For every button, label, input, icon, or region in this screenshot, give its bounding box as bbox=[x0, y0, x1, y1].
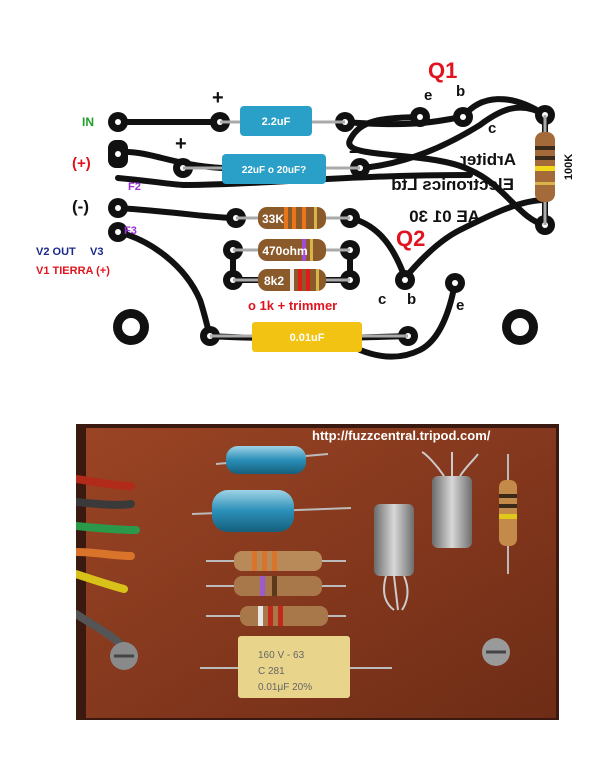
photo-capacitor-yellow: 160 V - 63 C 281 0.01μF 20% bbox=[200, 636, 392, 698]
resistor-r2: 470ohm bbox=[258, 239, 326, 261]
label-v3: V3 bbox=[90, 246, 103, 258]
capacitor-c2-label: 22uF o 20uF? bbox=[242, 165, 306, 176]
label-f2: F2 bbox=[128, 181, 141, 193]
resistor-r3-label: 8k2 bbox=[264, 274, 284, 288]
capacitor-c3: 0.01uF bbox=[252, 322, 362, 352]
resistor-r3: 8k2 bbox=[258, 269, 326, 291]
label-v1tierra: V1 TIERRA (+) bbox=[36, 265, 110, 277]
label-q2-b: b bbox=[407, 291, 416, 308]
trace-c2-minus-q1c bbox=[357, 104, 548, 171]
photo-capacitor-small bbox=[215, 446, 329, 474]
trace-f2 bbox=[115, 172, 473, 188]
label-q2-e: e bbox=[456, 297, 464, 314]
label-q2: Q2 bbox=[396, 226, 425, 251]
mirrored-text-line-3: AE 01 30 bbox=[409, 207, 480, 226]
label-q2-c: c bbox=[378, 291, 386, 308]
label-q1-c: c bbox=[488, 120, 496, 137]
cap-marking-3: 0.01μF 20% bbox=[258, 682, 312, 693]
pcb-layout-diagram: 2.2uF + 22uF o 20uF? + – 33K 470ohm 8k2 … bbox=[36, 58, 575, 360]
c1-plus-mark: + bbox=[212, 87, 224, 109]
photo-transistor-1 bbox=[374, 504, 414, 611]
photo-resistors bbox=[206, 551, 346, 626]
label-in: IN bbox=[82, 115, 94, 129]
cap-marking-1: 160 V - 63 bbox=[258, 650, 305, 661]
label-plus: (+) bbox=[72, 155, 91, 172]
resistor-r1-label: 33K bbox=[262, 212, 284, 226]
trace-q2b-q2e bbox=[402, 197, 548, 281]
label-f3: F3 bbox=[124, 225, 137, 237]
photo-watermark-url: http://fuzzcentral.tripod.com/ bbox=[312, 428, 491, 443]
resistor-r4: 100K bbox=[535, 132, 575, 202]
pads bbox=[108, 105, 555, 346]
c2-minus-mark: – bbox=[349, 138, 361, 163]
trace-q2e-out bbox=[357, 280, 458, 360]
trimmer-note: o 1k + trimmer bbox=[248, 298, 337, 313]
capacitor-c2: 22uF o 20uF? bbox=[222, 154, 326, 184]
photo-transistor-2 bbox=[421, 451, 479, 548]
resistor-r2-label: 470ohm bbox=[262, 244, 307, 258]
label-minus: (-) bbox=[72, 197, 89, 216]
mirrored-board-text: Arbiter Electronics Ltd AE 01 30 bbox=[391, 150, 516, 226]
label-v2out: V2 OUT bbox=[36, 246, 76, 258]
label-q1-e: e bbox=[424, 87, 432, 104]
label-q1-b: b bbox=[456, 83, 465, 100]
capacitor-c1-label: 2.2uF bbox=[262, 116, 291, 128]
photo-resistor-vertical bbox=[499, 454, 517, 574]
label-q1: Q1 bbox=[428, 58, 457, 83]
resistor-r4-label: 100K bbox=[563, 154, 575, 180]
board-photo: 160 V - 63 C 281 0.01μF 20% http://fuzzc… bbox=[76, 424, 559, 720]
mirrored-text-line-2: Electronics Ltd bbox=[391, 175, 514, 194]
photo-screws bbox=[110, 638, 510, 670]
trace-q1e-q2b bbox=[346, 114, 548, 228]
capacitor-c3-label: 0.01uF bbox=[290, 332, 325, 344]
c2-plus-mark: + bbox=[175, 133, 187, 155]
mirrored-text-line-1: Arbiter bbox=[460, 150, 516, 169]
photo-capacitor-large bbox=[191, 490, 352, 532]
resistor-r1: 33K bbox=[258, 207, 326, 229]
capacitor-c1: 2.2uF bbox=[240, 106, 312, 136]
cap-marking-2: C 281 bbox=[258, 666, 285, 677]
